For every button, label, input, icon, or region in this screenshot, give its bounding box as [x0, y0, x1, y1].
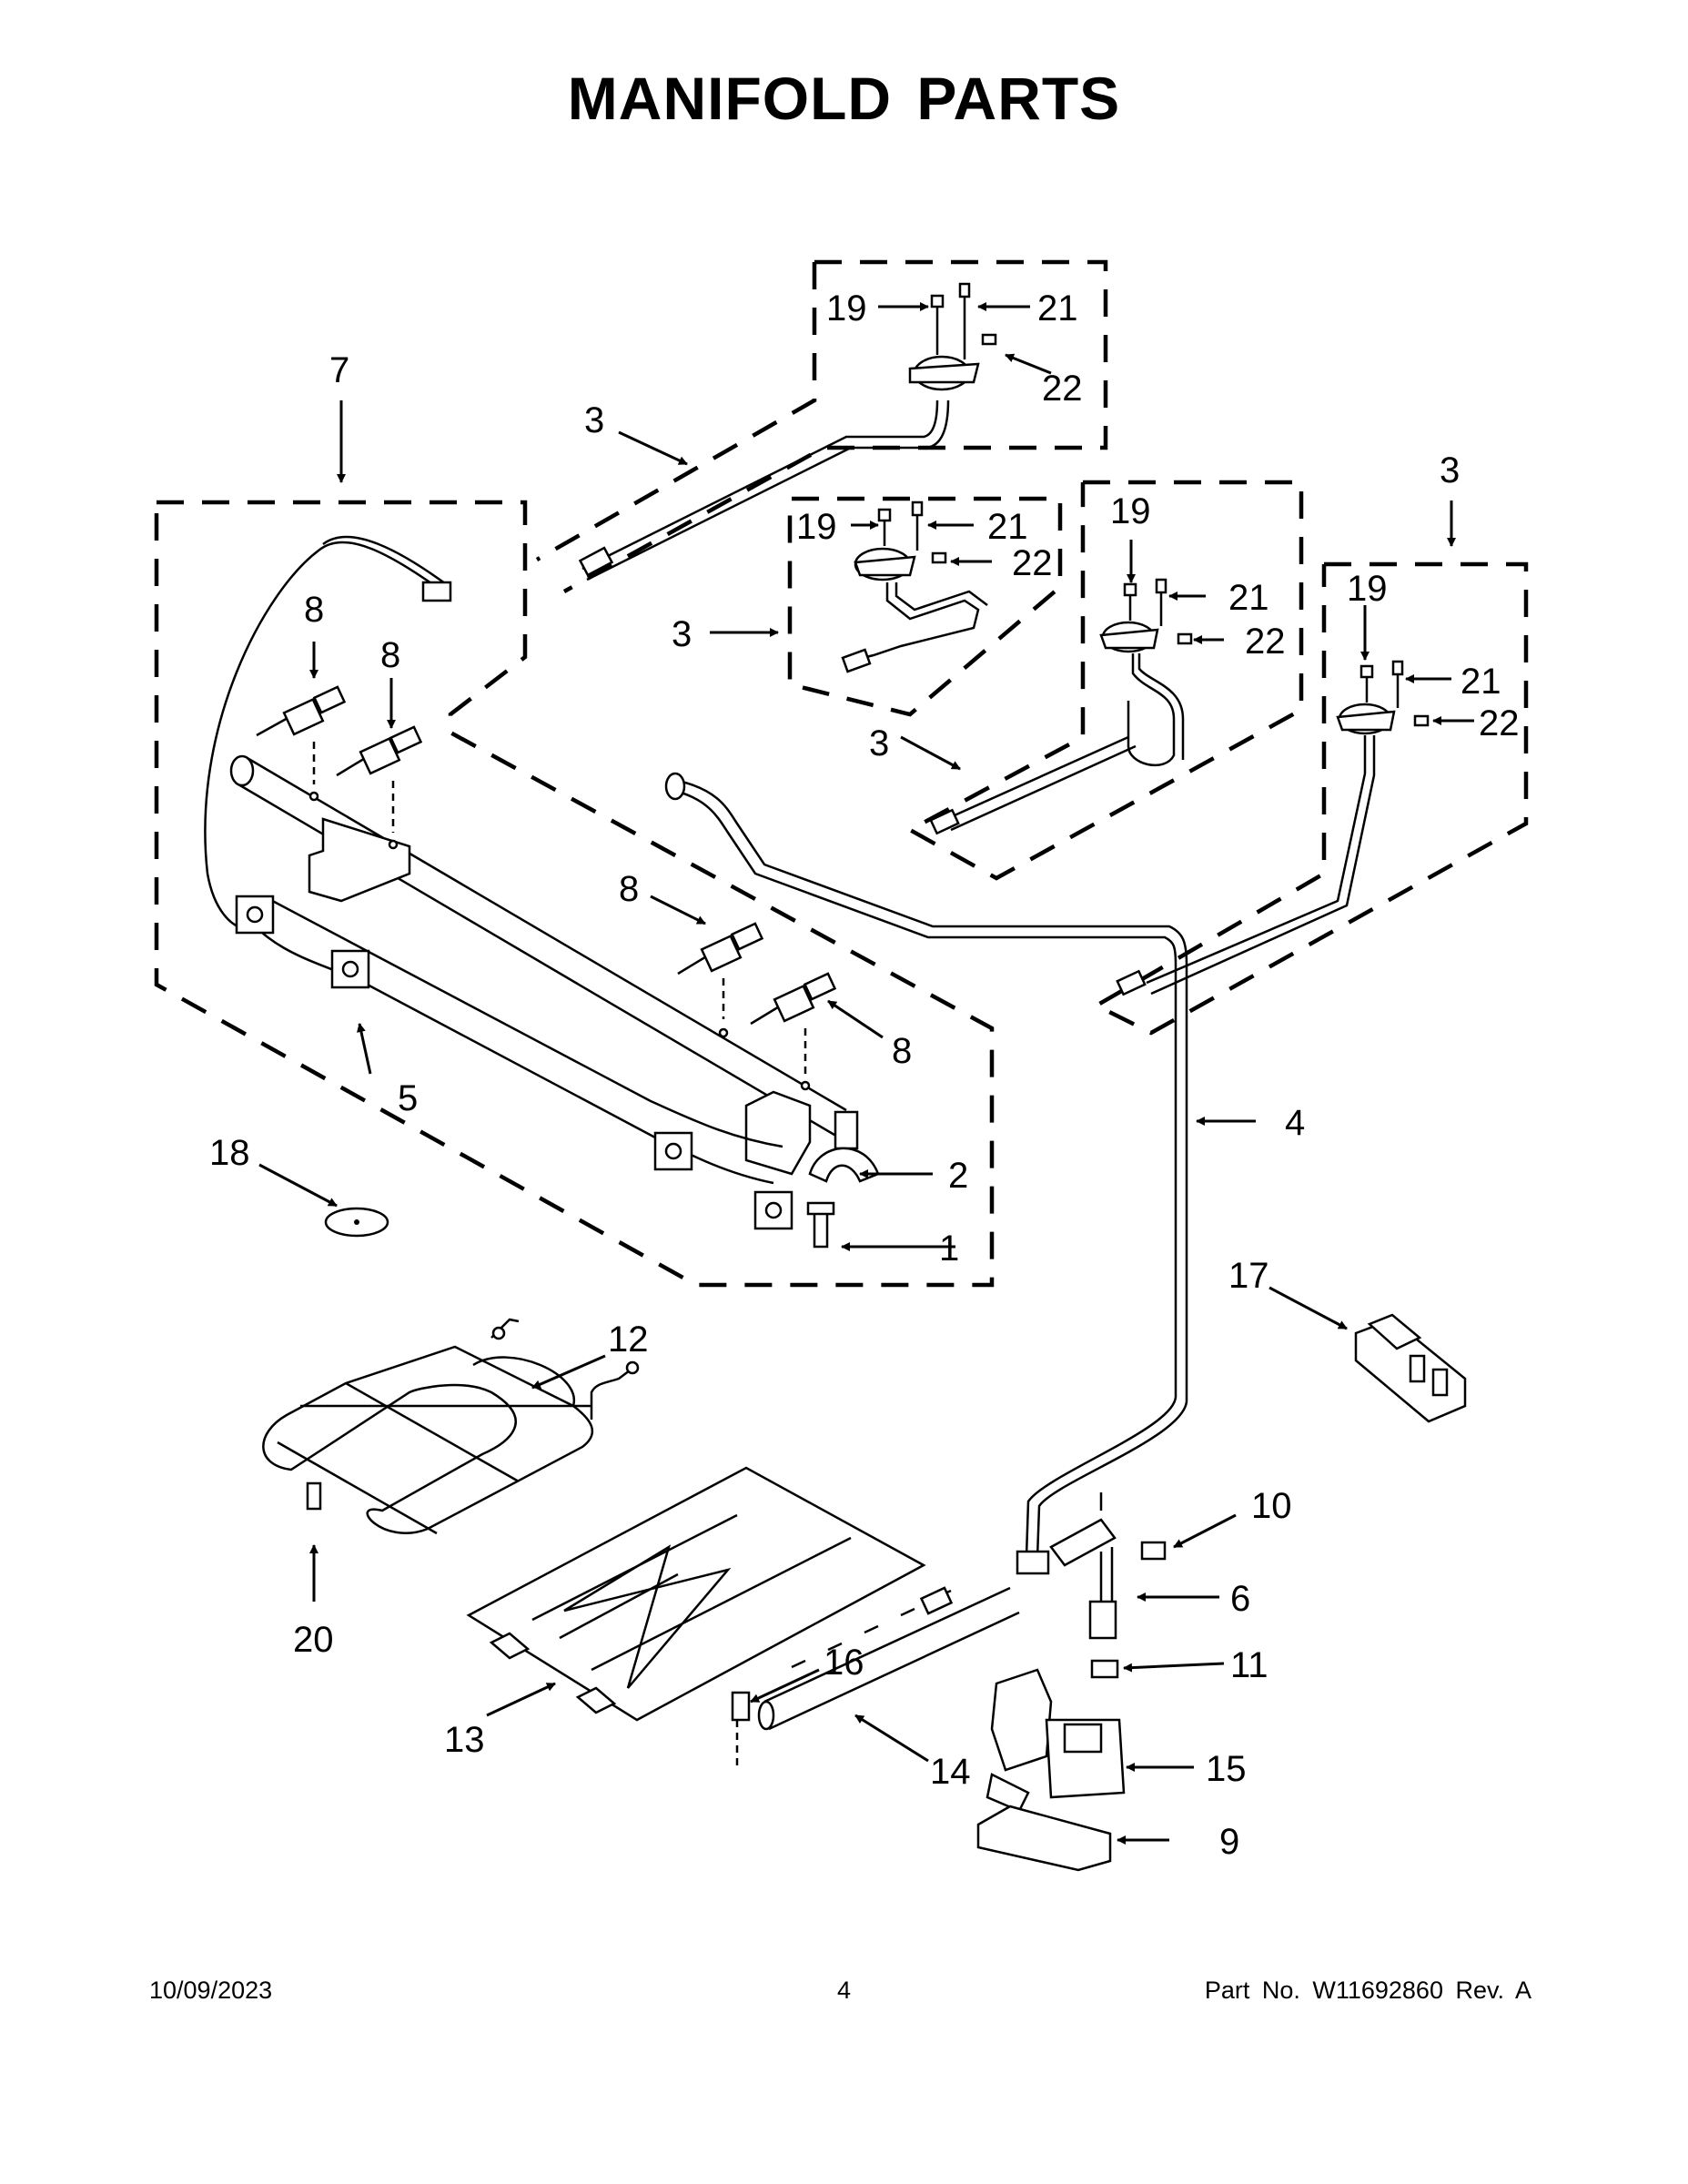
callout-9: 9: [1219, 1822, 1239, 1862]
boundary-right-valve: [1092, 561, 1529, 1036]
spark-module: [1354, 1313, 1467, 1423]
callout-18: 18: [209, 1133, 250, 1173]
valve-bracket: [976, 1805, 1112, 1872]
boundary-rightmid-valve: [905, 480, 1304, 881]
boundary-top-valve: [562, 259, 1108, 593]
callout-19d: 19: [1347, 569, 1388, 609]
callout-3a: 3: [584, 400, 604, 440]
callout-16: 16: [824, 1643, 864, 1683]
callout-14: 14: [930, 1752, 971, 1792]
wire-harness: [204, 541, 444, 930]
callout-7: 7: [329, 350, 349, 390]
callout-19b: 19: [796, 507, 837, 547]
callout-13: 13: [444, 1720, 485, 1760]
callout-2: 2: [948, 1156, 968, 1196]
callout-3c: 3: [869, 723, 889, 763]
manifold-assembly: [204, 535, 859, 1230]
boundary-manifold: [154, 500, 995, 1288]
callout-arrows: [258, 302, 1474, 1845]
callout-12: 12: [608, 1320, 649, 1360]
bake-element: [262, 1318, 640, 1535]
manifold-pipe: [238, 755, 847, 1139]
callout-22c: 22: [1245, 622, 1286, 662]
burner-valves: [256, 685, 837, 1091]
callout-8a: 8: [304, 590, 324, 630]
callout-22d: 22: [1479, 703, 1520, 743]
footer-part-number: Part No. W11692860 Rev. A: [1204, 1977, 1531, 2004]
callout-21c: 21: [1228, 578, 1269, 618]
burner-valve-3: [677, 922, 764, 1038]
callout-4: 4: [1285, 1103, 1305, 1143]
callout-3d: 3: [1440, 450, 1460, 490]
callout-15: 15: [1206, 1749, 1247, 1789]
group-boundaries: [154, 259, 1529, 1288]
callout-1: 1: [939, 1228, 959, 1269]
callout-10: 10: [1251, 1486, 1292, 1526]
burner-valve-4: [750, 972, 837, 1091]
callout-8c: 8: [619, 869, 639, 909]
manifold-clip: [808, 1147, 880, 1183]
page-title: MANIFOLD PARTS: [567, 65, 1121, 132]
footer-date: 10/09/2023: [149, 1977, 273, 2004]
top-valve-assembly: [578, 282, 997, 581]
callout-17: 17: [1228, 1256, 1269, 1296]
callout-21a: 21: [1037, 288, 1078, 329]
boundary-top-valve-left: [535, 262, 817, 561]
middle-valve-assembly: [841, 500, 988, 673]
callout-19a: 19: [826, 288, 867, 329]
callout-20: 20: [293, 1620, 334, 1660]
clip-screw: [806, 1201, 835, 1249]
callout-22b: 22: [1012, 543, 1053, 583]
boundary-mid-valve: [787, 496, 1063, 717]
burner-valve-2: [336, 725, 423, 850]
callout-3b: 3: [672, 614, 692, 654]
callout-21d: 21: [1461, 662, 1501, 702]
callout-5: 5: [398, 1078, 418, 1118]
callout-8b: 8: [380, 635, 400, 675]
callout-21b: 21: [987, 507, 1028, 547]
callout-6: 6: [1230, 1579, 1250, 1619]
footer-page-number: 4: [836, 1977, 852, 2004]
callout-8d: 8: [892, 1031, 912, 1071]
gas-tube-top: [581, 399, 939, 571]
broil-baffle: [466, 1466, 926, 1722]
supply-tube: [664, 772, 1188, 1575]
burner-valve-1: [256, 685, 347, 802]
burner-orifice: [919, 1586, 954, 1615]
oven-gas-valve: [986, 1668, 1126, 1813]
ignitor-assembly: [1049, 1492, 1167, 1679]
callout-11: 11: [1230, 1645, 1269, 1685]
callout-22a: 22: [1042, 369, 1083, 409]
rightmid-valve-assembly: [929, 578, 1193, 835]
callout-19c: 19: [1110, 491, 1151, 531]
callout-labels: 7 8 8 8 8 3 3 3 3 2 1 5 4 18 17 12 20 13…: [209, 288, 1520, 1862]
right-valve-assembly: [1116, 660, 1430, 996]
